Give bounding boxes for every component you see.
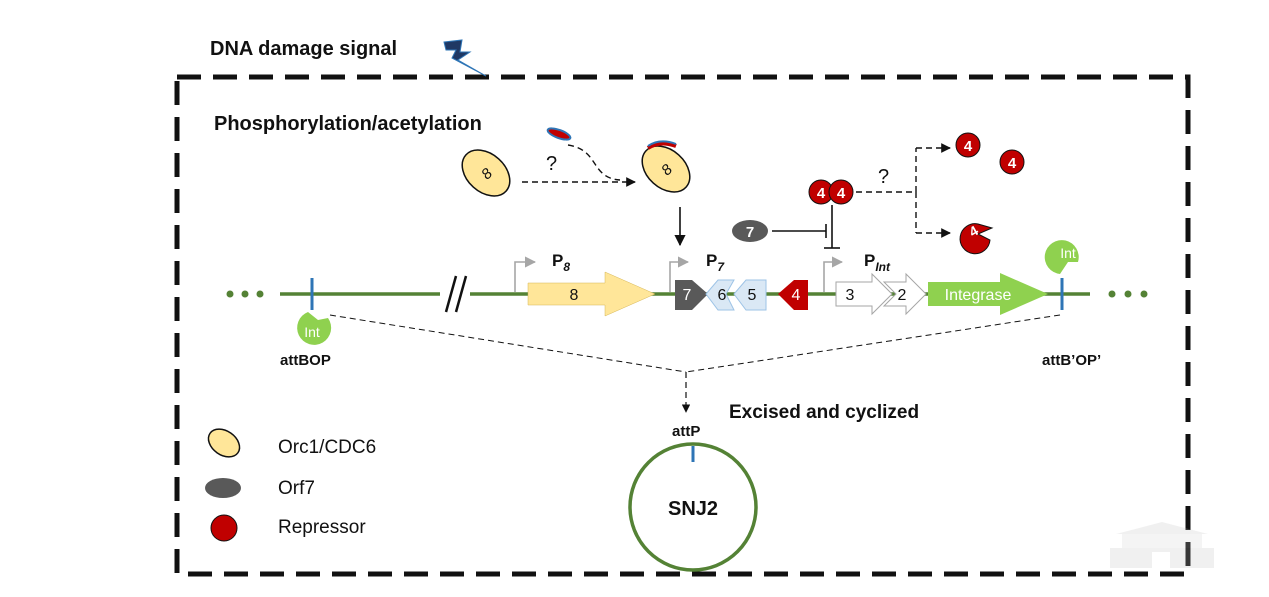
modified-orc1-cdc6-protein: 8 — [641, 140, 691, 193]
gene-2-label: 2 — [898, 287, 907, 304]
dna-break-symbol — [440, 275, 470, 313]
integrase-protein-left: Int — [297, 312, 332, 345]
legend-repressor-symbol — [210, 514, 238, 542]
attbop-prime-label: attB’OP’ — [1042, 352, 1101, 369]
orf7-label: 7 — [746, 224, 754, 241]
gene-4-label: 4 — [792, 287, 801, 304]
monomer-label-1: 4 — [964, 138, 973, 155]
integrase-protein-right: Int — [1044, 240, 1079, 274]
snj2-circle — [628, 442, 758, 572]
p8-sub: 8 — [563, 260, 570, 274]
excised-label: Excised and cyclized — [729, 402, 919, 423]
gene-5: 5 — [733, 279, 767, 311]
attbop-label: attBOP — [280, 352, 331, 369]
dna-damage-signal-label: DNA damage signal — [210, 38, 397, 60]
legend-item-repressor: Repressor — [210, 514, 366, 542]
p8-main: P — [552, 251, 563, 270]
dashed-curve-modify — [567, 144, 621, 181]
legend: Orc1/CDC6 Orf7 Repressor — [205, 428, 376, 542]
svg-text:P8: P8 — [552, 251, 570, 274]
question-mark-2: ? — [878, 166, 889, 188]
gene-7: 7 — [675, 280, 708, 310]
watermark-building-icon — [1110, 522, 1214, 568]
lightning-icon — [443, 39, 487, 77]
modification-icon — [546, 127, 572, 141]
gene-integrase: Integrase — [928, 273, 1048, 315]
repressor-monomer-1: 4 — [955, 132, 981, 158]
gene-8-label: 8 — [570, 287, 579, 304]
p7-main: P — [706, 251, 717, 270]
gene-6: 6 — [705, 279, 735, 311]
p7-sub: 7 — [717, 260, 725, 274]
int-label-right: Int — [1060, 245, 1076, 261]
legend-orc-symbol — [207, 428, 241, 458]
question-mark-1: ? — [546, 153, 557, 175]
svg-text:PInt: PInt — [864, 251, 891, 274]
gene-3: 3 — [835, 272, 893, 316]
promoter-p8: P8 — [514, 251, 570, 292]
promoter-p7: P7 — [669, 251, 725, 292]
gene-3-label: 3 — [846, 287, 855, 304]
excision-line-left — [329, 314, 687, 373]
legend-orf7-symbol — [205, 478, 241, 498]
orf7-protein: 7 — [732, 220, 768, 242]
gene-6-label: 6 — [718, 287, 727, 304]
repressor-dimer-label-1: 4 — [817, 185, 826, 202]
degraded-repressor: 4 — [959, 222, 994, 255]
repressor-dimer: 4 4 — [808, 179, 854, 205]
gene-8: 8 — [527, 271, 656, 317]
gene-7-label: 7 — [683, 287, 692, 304]
excision-line-right — [685, 314, 1061, 373]
pint-sub: Int — [875, 260, 891, 274]
orc1-cdc6-protein: 8 — [461, 149, 511, 197]
legend-orf7-label: Orf7 — [278, 478, 315, 499]
legend-item-orf7: Orf7 — [205, 478, 315, 499]
int-label-left: Int — [304, 324, 320, 340]
pint-main: P — [864, 251, 875, 270]
phosphorylation-label: Phosphorylation/acetylation — [214, 113, 482, 135]
snj2-label: SNJ2 — [668, 498, 718, 520]
repressor-monomer-2: 4 — [999, 149, 1025, 175]
integrase-label: Integrase — [945, 287, 1012, 304]
legend-item-orc1: Orc1/CDC6 — [207, 428, 376, 458]
promoter-pint: PInt — [823, 251, 891, 292]
gene-5-label: 5 — [748, 287, 757, 304]
legend-orc-label: Orc1/CDC6 — [278, 437, 376, 458]
attp-label: attP — [672, 423, 700, 440]
legend-repressor-label: Repressor — [278, 517, 366, 538]
monomer-label-2: 4 — [1008, 155, 1017, 172]
gene-2: 2 — [882, 272, 927, 316]
dashed-frame — [174, 74, 1191, 577]
repressor-dimer-label-2: 4 — [837, 185, 846, 202]
svg-text:P7: P7 — [706, 251, 725, 274]
gene-4: 4 — [778, 280, 808, 310]
